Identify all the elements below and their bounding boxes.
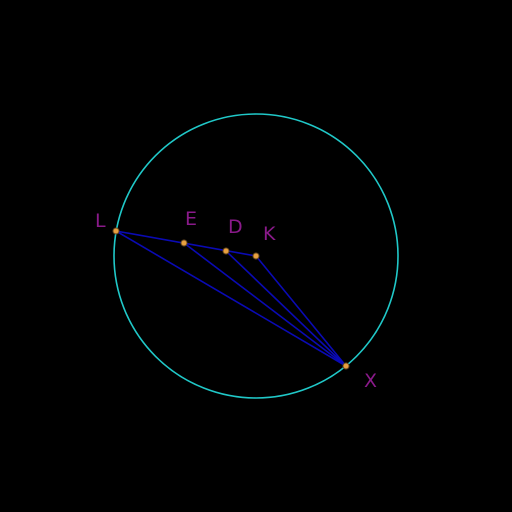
point-l (112, 227, 120, 235)
segment-d-x (225, 250, 347, 367)
point-k (252, 252, 260, 260)
segment-k-x (255, 255, 347, 367)
point-d (222, 247, 230, 255)
label-k: K (263, 223, 276, 245)
label-l: L (95, 210, 106, 232)
label-d: D (228, 216, 243, 238)
point-x (342, 362, 350, 370)
label-e: E (185, 208, 197, 230)
segment-e-x (183, 242, 347, 367)
point-e (180, 239, 188, 247)
circle (113, 113, 399, 399)
label-x: X (364, 370, 377, 392)
segment-l-x (115, 230, 347, 367)
